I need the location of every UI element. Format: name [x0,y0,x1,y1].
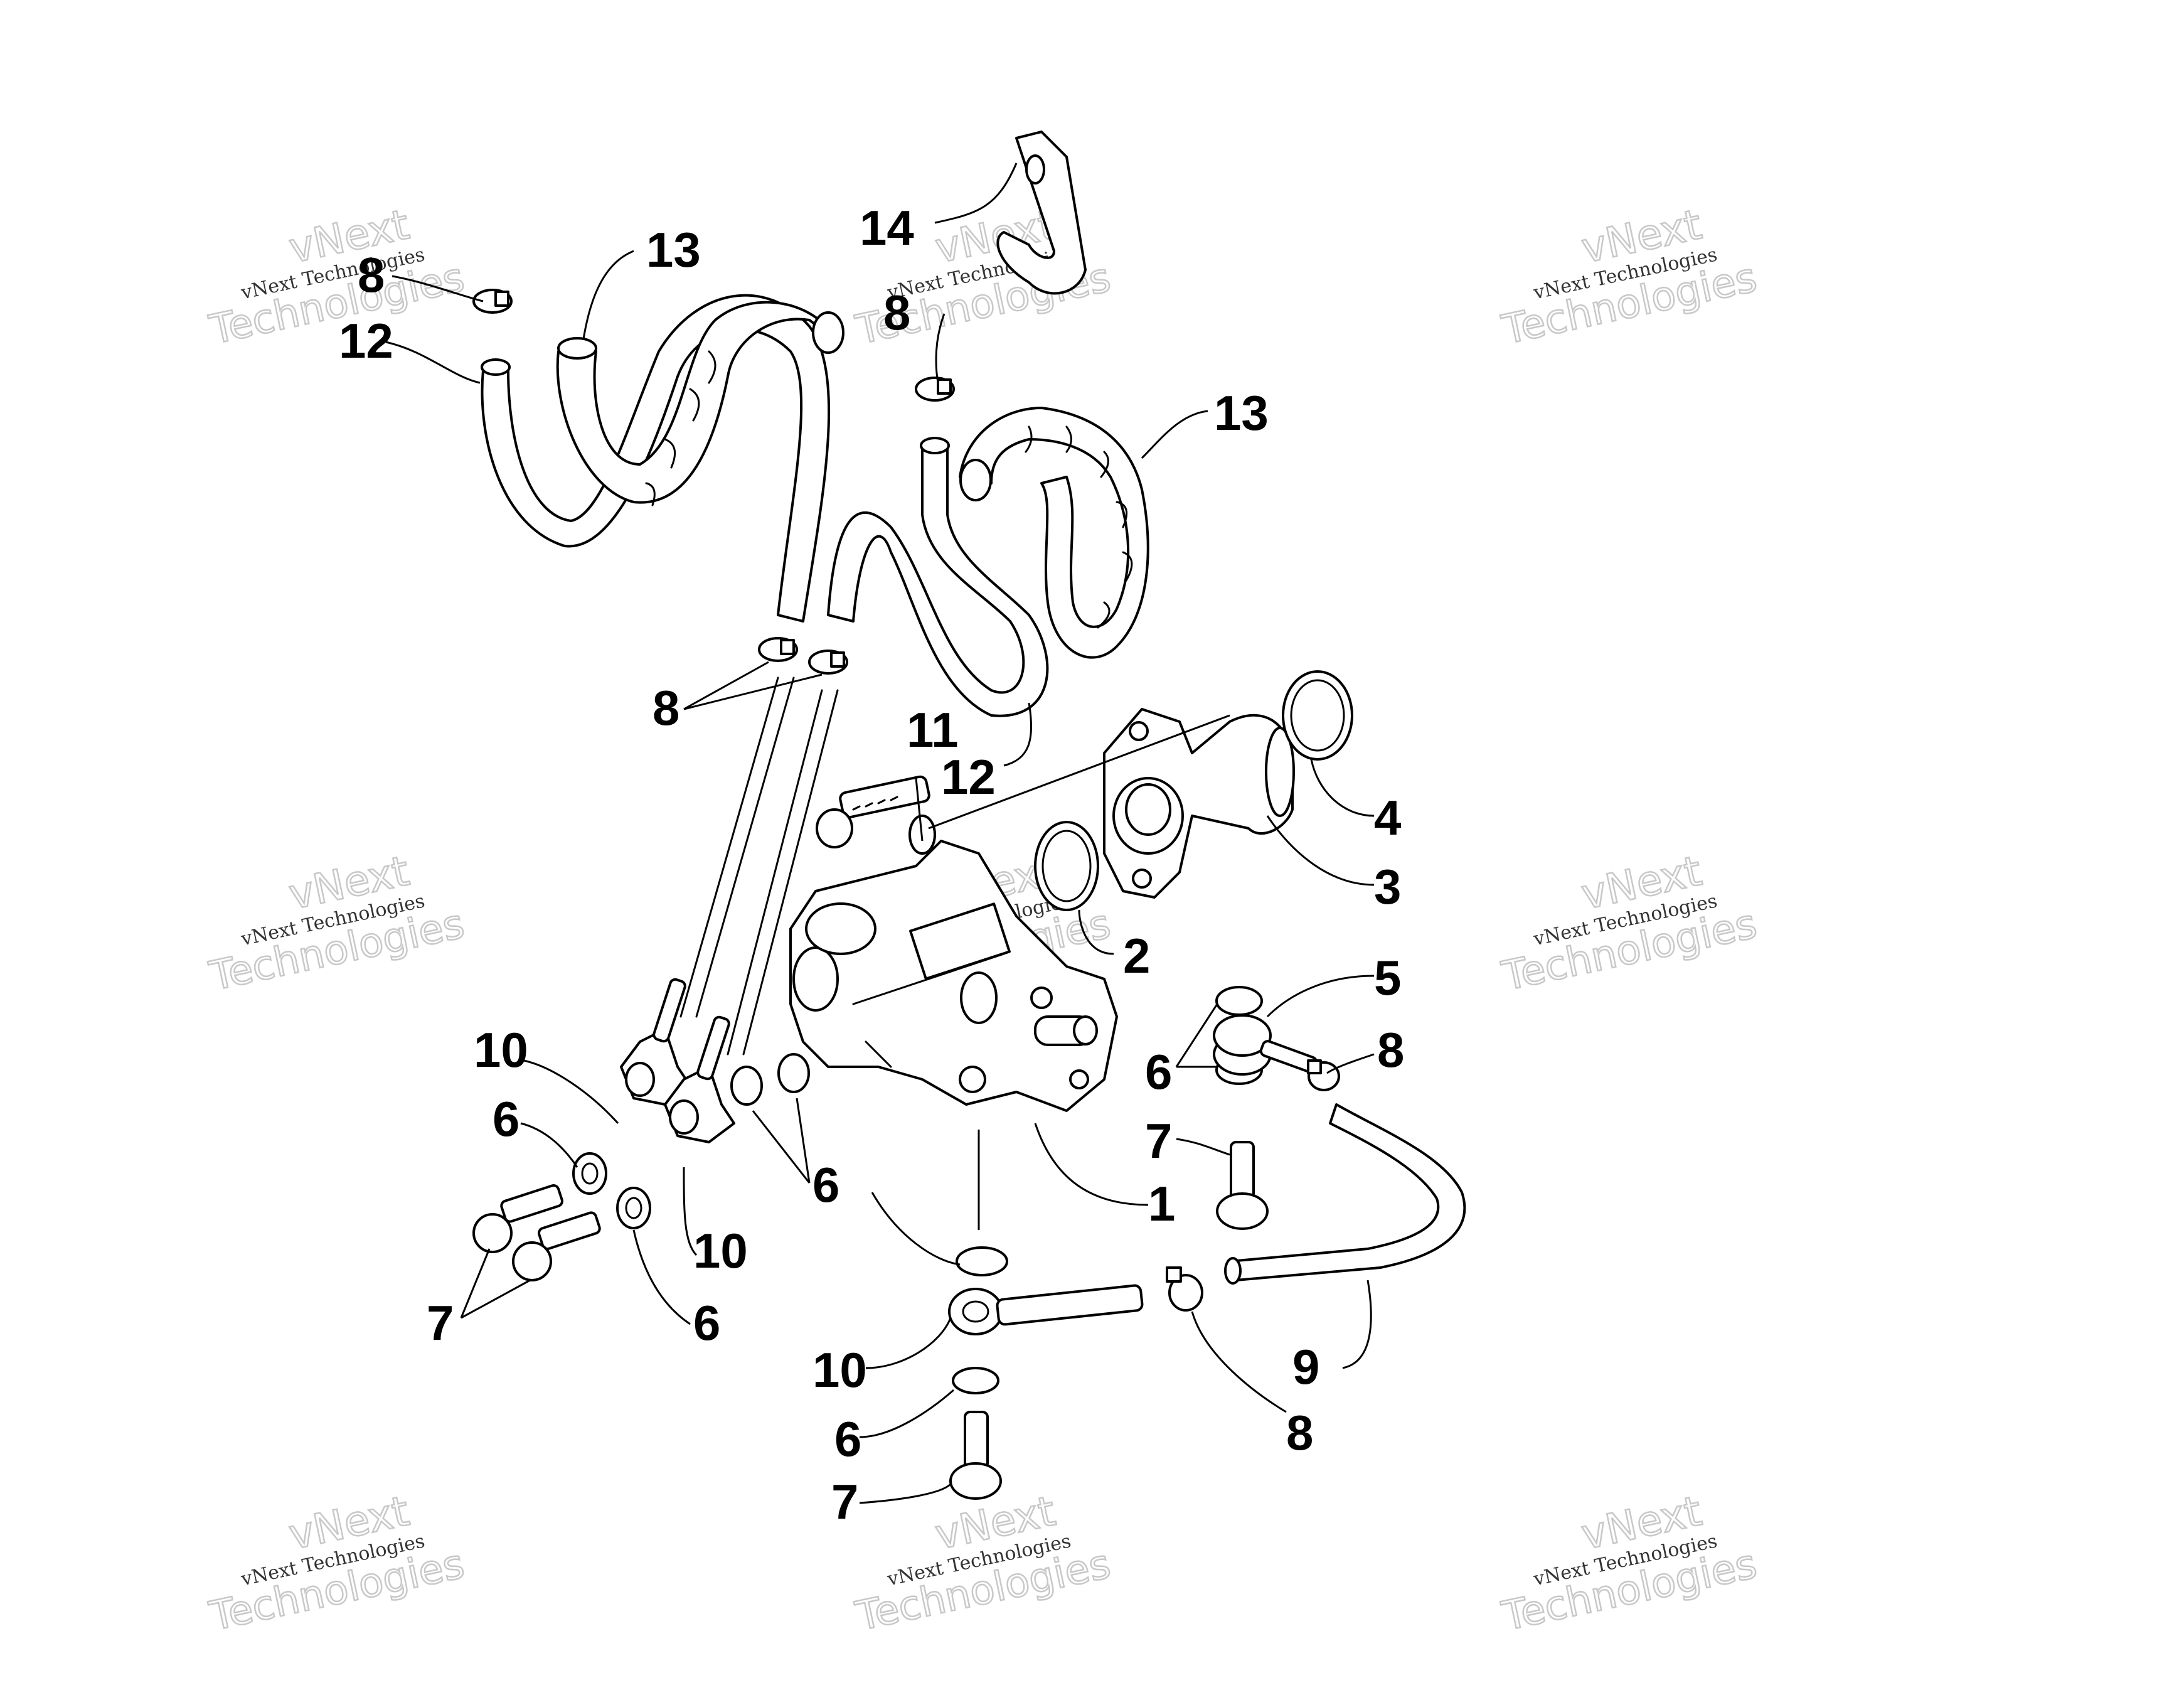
callout-8: 8 [883,285,910,340]
washer-6 [616,1187,651,1229]
valve-body-1 [789,815,1118,1112]
callout-2: 2 [1123,928,1150,983]
o-ring-2 [1034,821,1099,911]
callout-6: 6 [1145,1044,1172,1099]
callout-8: 8 [653,680,679,735]
callout-8: 8 [358,247,385,302]
clamp-8-lower [1166,1266,1203,1312]
bolt-7-left-upper [472,1184,563,1253]
callout-3: 3 [1374,859,1401,914]
bolt-7-right [1216,1141,1269,1230]
hose-9-end [1224,1257,1242,1285]
callout-10: 10 [693,1223,748,1278]
clamp-8-upper-middle [915,377,955,402]
housing-3 [1103,708,1295,899]
banjo-fitting-10-left [620,978,691,1106]
washer-6 [777,1053,810,1093]
washer-6-hole [625,1197,642,1219]
callout-8: 8 [1377,1022,1404,1077]
o-ring-4 [1282,670,1353,761]
callout-6: 6 [693,1295,720,1350]
callout-11: 11 [907,702,958,757]
callout-5: 5 [1374,950,1401,1005]
callout-13: 13 [646,222,701,277]
callout-9: 9 [1292,1339,1319,1394]
watermark: vNext vNext Technologies Technologies [1498,200,1762,355]
callout-12: 12 [941,749,996,805]
callout-8: 8 [1286,1405,1313,1460]
callout-6: 6 [834,1411,861,1467]
bolt-11-guide [915,778,924,842]
banjo-fitting-10-lower [948,1284,1144,1335]
watermark: vNext vNext Technologies Technologies [205,200,469,355]
callout-labels: 14 8 13 12 8 13 8 11 12 4 3 2 5 10 6 8 7… [339,200,1404,1529]
callout-4: 4 [1374,790,1401,845]
leader-lines [385,163,1375,1504]
callout-12: 12 [339,313,393,368]
watermark: vNext vNext Technologies Technologies [1498,1486,1762,1641]
callout-6: 6 [812,1157,839,1212]
hose-13-left [556,301,844,506]
clamp-8-right [1307,1059,1340,1091]
watermark: vNext vNext Technologies Technologies [1498,846,1762,1001]
washer-6-lower-upper [956,1246,1008,1276]
callout-1: 1 [1148,1176,1175,1231]
bolt-11 [816,775,930,848]
callout-14: 14 [860,200,914,255]
callout-7: 7 [1145,1113,1172,1168]
callout-7: 7 [427,1295,454,1350]
callout-10: 10 [812,1342,867,1398]
clamp-8-middle-pair [758,637,848,675]
callout-13: 13 [1214,385,1269,441]
banjo-fitting-10-right [664,1015,735,1143]
watermark: vNext vNext Technologies Technologies [205,846,469,1001]
callout-7: 7 [831,1474,858,1529]
bracket-14 [996,131,1087,295]
fitting-5 [1213,1014,1318,1076]
callout-10: 10 [474,1022,528,1077]
watermark: vNext vNext Technologies Technologies [205,1486,469,1641]
callout-6: 6 [493,1091,519,1147]
bolt-7-left-lower [512,1211,601,1281]
hose-13-right [959,407,1149,659]
o-ring-2-inner [1041,830,1092,902]
housing-3-axis [928,714,1230,830]
clamp-8-upper-left [472,289,513,314]
fuel-line-right [727,689,839,1056]
washer-6 [730,1066,763,1106]
washer-6-right-upper [1215,986,1263,1016]
bolt-7-lower [949,1411,1002,1500]
washer-6-hole [581,1162,599,1185]
washer-6-lower [952,1367,999,1394]
washer-6 [572,1152,607,1195]
fuel-line-left [679,676,795,1018]
o-ring-4-inner [1290,679,1345,752]
hose-12-right [827,437,1049,717]
hose-9 [1228,1103,1466,1281]
